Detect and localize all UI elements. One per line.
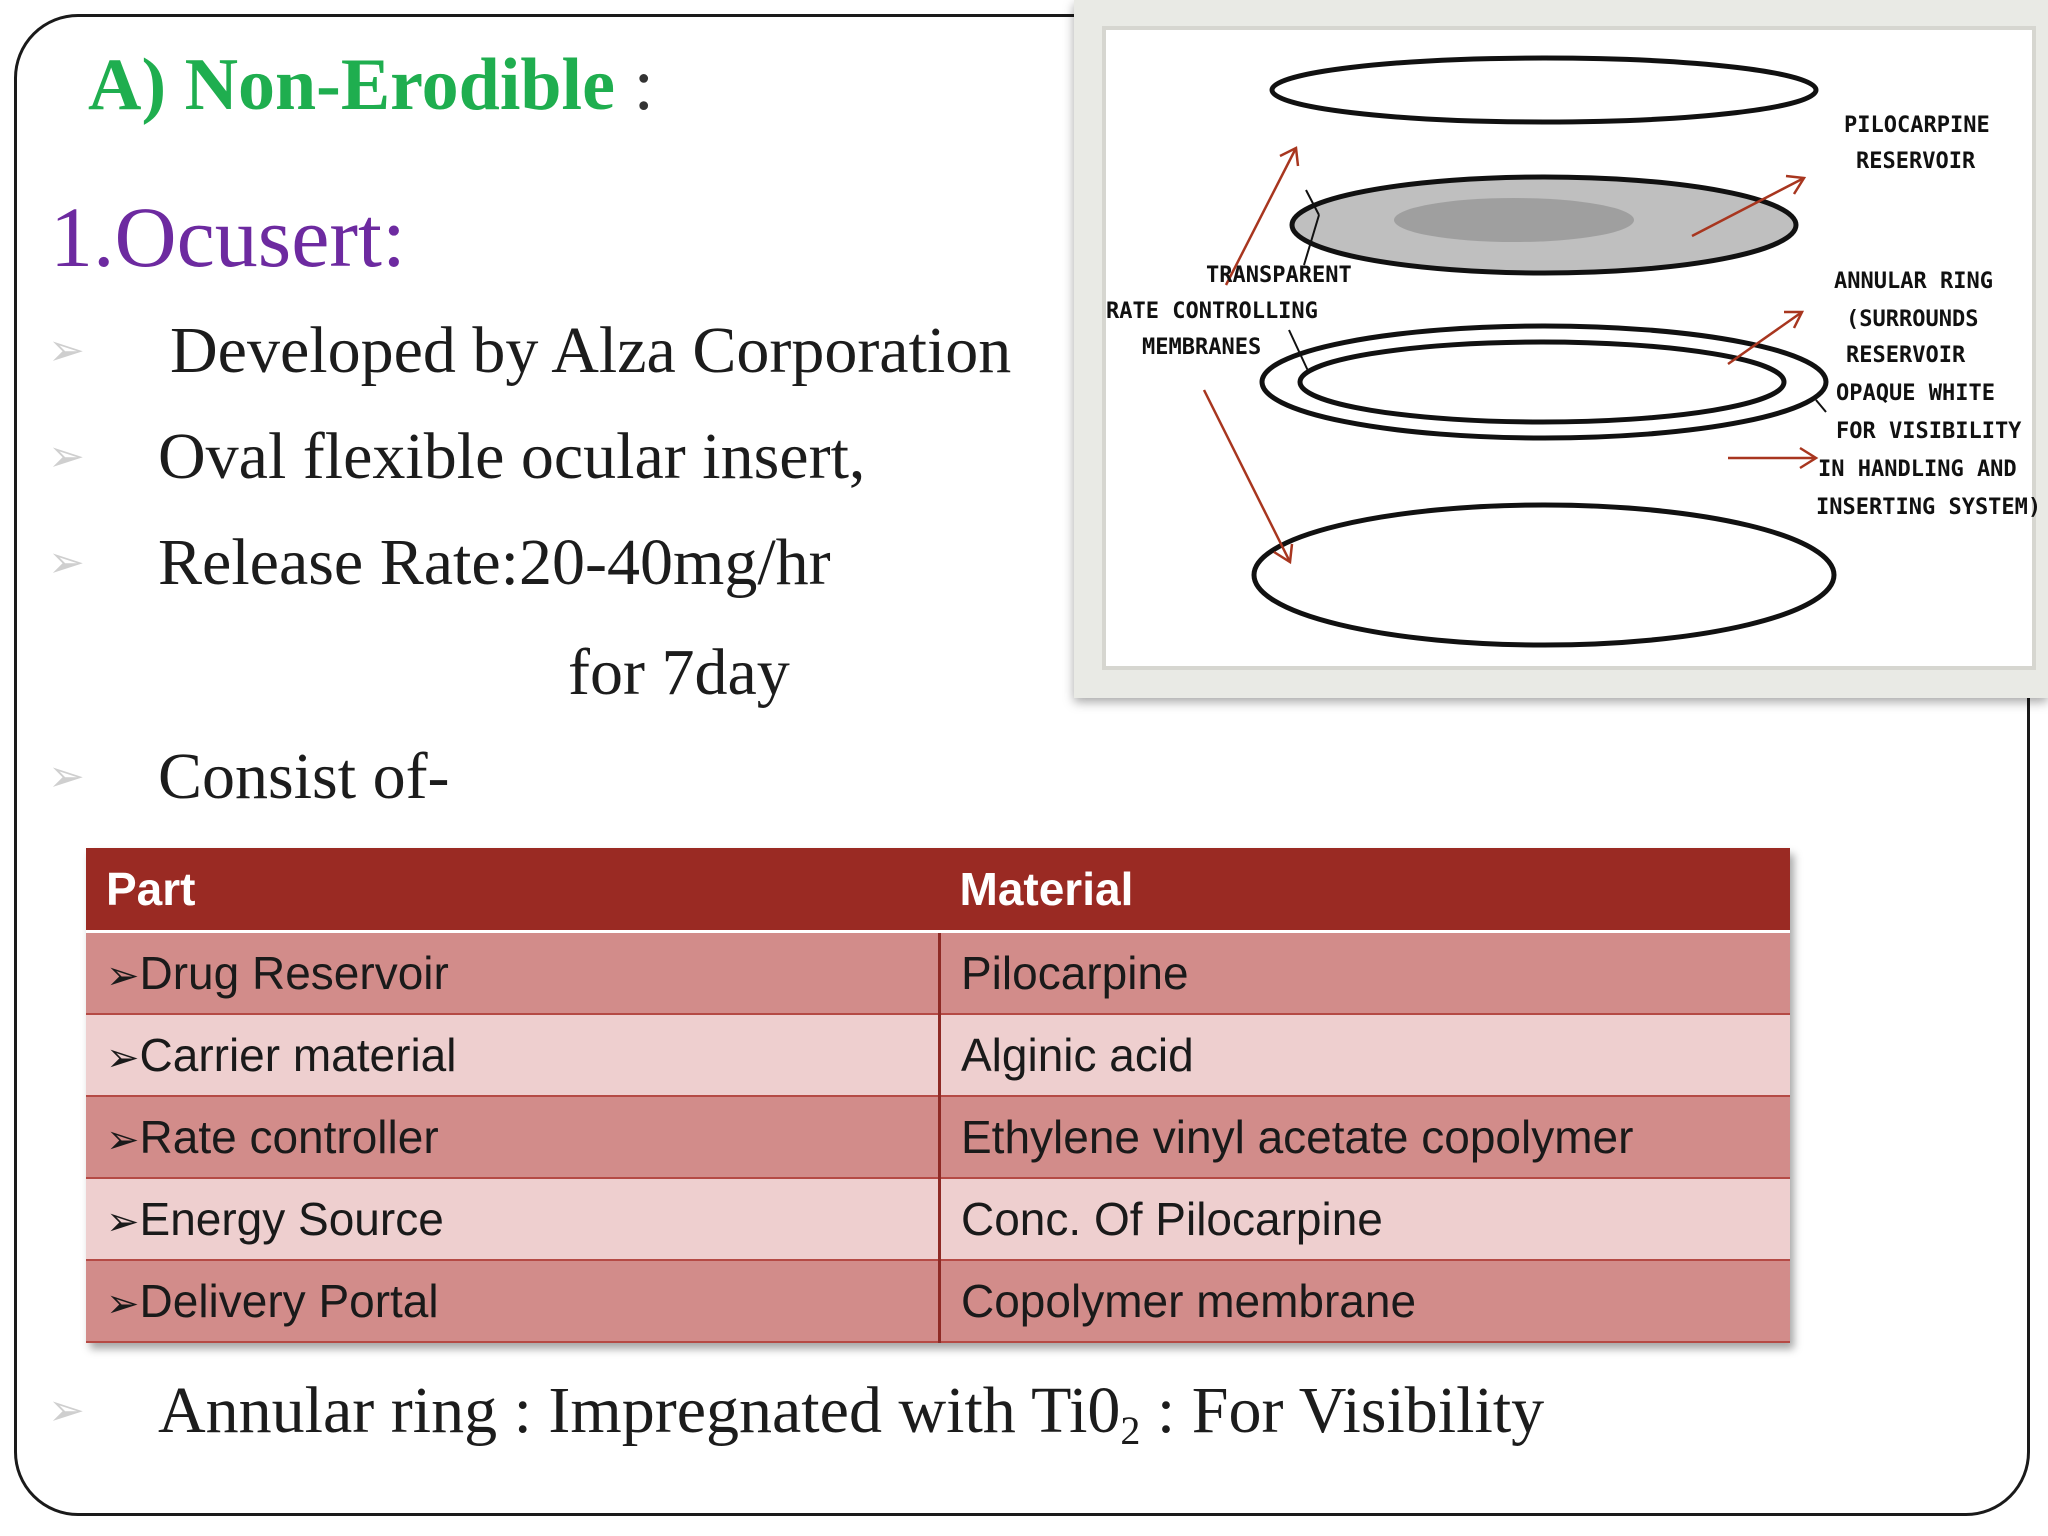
- ring-label-line-2: (SURROUNDS: [1846, 307, 1978, 332]
- table-cell-material: Alginic acid: [939, 1013, 1790, 1097]
- arrow-head-inner-ring: [1784, 310, 1805, 329]
- part-name: Drug Reservoir: [139, 947, 449, 999]
- slide-title: 1.Ocusert:: [50, 189, 406, 285]
- arrow-head-reservoir: [1785, 174, 1807, 195]
- arrow-bullet-icon: ➢: [106, 1199, 140, 1245]
- arrow-head-bottom-membrane: [1273, 543, 1294, 565]
- table-row: ➢Carrier material Alginic acid: [86, 1013, 1790, 1097]
- left-label-line-3: MEMBRANES: [1142, 335, 1261, 360]
- table-cell-part: ➢Energy Source: [86, 1177, 941, 1261]
- part-name: Energy Source: [139, 1193, 444, 1245]
- reservoir-shading: [1394, 198, 1634, 242]
- part-name: Rate controller: [139, 1111, 439, 1163]
- arrow-bullet-icon: ➢: [106, 1117, 140, 1163]
- bullet-arrow-icon: ➢: [48, 430, 85, 482]
- reservoir-label-line-2: RESERVOIR: [1856, 149, 1976, 174]
- bullet-text: Consist of-: [158, 740, 450, 813]
- section-heading-colon: :: [633, 44, 655, 126]
- bullet-arrow-icon: ➢: [48, 750, 85, 802]
- arrow-bullet-icon: ➢: [106, 1281, 140, 1327]
- arrow-to-top-membrane: [1224, 147, 1298, 286]
- bottom-membrane-ellipse: [1251, 502, 1837, 648]
- ocusert-diagram: TRANSPARENT RATE CONTROLLING MEMBRANES P…: [1074, 0, 2048, 698]
- arrow-to-bottom-membrane: [1202, 389, 1292, 563]
- bullet-text: Release Rate:20-40mg/hr: [158, 526, 831, 599]
- bullet-arrow-icon: ➢: [48, 324, 85, 376]
- section-heading: A) Non-Erodible :: [88, 48, 654, 122]
- diagram-labels: TRANSPARENT RATE CONTROLLING MEMBRANES P…: [1106, 113, 2041, 520]
- bullet-consist: ➢Consist of-: [48, 744, 450, 810]
- left-leader-line-top: [1303, 214, 1320, 266]
- annular-ring-inner: [1297, 339, 1787, 425]
- annular-text-suffix: : For Visibility: [1140, 1374, 1545, 1447]
- table-cell-material: Ethylene vinyl acetate copolymer: [939, 1095, 1790, 1179]
- bullet-text: Oval flexible ocular insert,: [158, 420, 866, 493]
- table-cell-part: ➢Rate controller: [86, 1095, 941, 1179]
- reservoir-label-line-1: PILOCARPINE: [1844, 113, 1990, 138]
- ring-label-line-5: FOR VISIBILITY: [1836, 419, 2022, 444]
- arrow-to-reservoir: [1691, 176, 1805, 238]
- left-label-line-1: TRANSPARENT: [1206, 263, 1352, 288]
- left-leader-line-bottom: [1288, 329, 1310, 374]
- ring-label-line-1: ANNULAR RING: [1834, 269, 1993, 294]
- annular-text-prefix: Annular ring : Impregnated with Ti0: [158, 1374, 1121, 1447]
- bullet-shape: ➢Oval flexible ocular insert,: [48, 424, 865, 490]
- table-cell-part: ➢Carrier material: [86, 1013, 941, 1097]
- part-name: Carrier material: [139, 1029, 457, 1081]
- bullet-annular-ring: ➢Annular ring : Impregnated with Ti02 : …: [48, 1378, 1544, 1451]
- left-label-line-2: RATE CONTROLLING: [1106, 299, 1318, 324]
- table-row: ➢Energy Source Conc. Of Pilocarpine: [86, 1177, 1790, 1261]
- table-row: ➢Rate controller Ethylene vinyl acetate …: [86, 1095, 1790, 1179]
- bullet-release-rate: ➢Release Rate:20-40mg/hr: [48, 530, 831, 596]
- right-leader-line: [1815, 399, 1827, 413]
- table-cell-material: Conc. Of Pilocarpine: [939, 1177, 1790, 1261]
- bullet-continuation: for 7day: [568, 636, 790, 709]
- table-header-part: Part: [86, 848, 940, 933]
- ring-label-line-3: RESERVOIR: [1846, 343, 1966, 368]
- table-header-material: Material: [939, 848, 1790, 933]
- annular-ring-outer: [1259, 323, 1829, 441]
- section-heading-label: A) Non-Erodible: [88, 44, 615, 126]
- bullet-text: Developed by Alza Corporation: [170, 314, 1012, 387]
- part-name: Delivery Portal: [139, 1275, 439, 1327]
- annotation-arrows: [1202, 146, 1819, 565]
- bullet-developer: ➢Developed by Alza Corporation: [48, 318, 1011, 384]
- arrow-to-inner-ring: [1727, 310, 1803, 366]
- top-membrane-ellipse: [1269, 55, 1819, 125]
- arrow-bullet-icon: ➢: [106, 953, 140, 999]
- arrow-head-outer-ring: [1799, 446, 1819, 470]
- table-row: ➢Drug Reservoir Pilocarpine: [86, 930, 1790, 1015]
- ring-label-line-7: INSERTING SYSTEM): [1816, 495, 2041, 520]
- table-cell-material: Pilocarpine: [939, 930, 1790, 1015]
- arrow-bullet-icon: ➢: [106, 1035, 140, 1081]
- ring-label-line-4: OPAQUE WHITE: [1836, 381, 1995, 406]
- table-header-row: Part Material: [86, 848, 1790, 933]
- bullet-arrow-icon: ➢: [48, 536, 85, 588]
- table-row: ➢Delivery Portal Copolymer membrane: [86, 1259, 1790, 1343]
- arrow-head-top-membrane: [1279, 146, 1300, 167]
- ocusert-diagram-svg: TRANSPARENT RATE CONTROLLING MEMBRANES P…: [1102, 26, 2041, 670]
- table-cell-part: ➢Delivery Portal: [86, 1259, 941, 1343]
- bullet-arrow-icon: ➢: [48, 1384, 85, 1436]
- table-cell-material: Copolymer membrane: [939, 1259, 1790, 1343]
- table-cell-part: ➢Drug Reservoir: [86, 930, 941, 1015]
- left-leader-line-top-hook: [1305, 189, 1320, 216]
- composition-table: Part Material ➢Drug Reservoir Pilocarpin…: [86, 848, 1790, 1343]
- annular-text-subscript: 2: [1120, 1408, 1141, 1453]
- ring-label-line-6: IN HANDLING AND: [1818, 457, 2017, 482]
